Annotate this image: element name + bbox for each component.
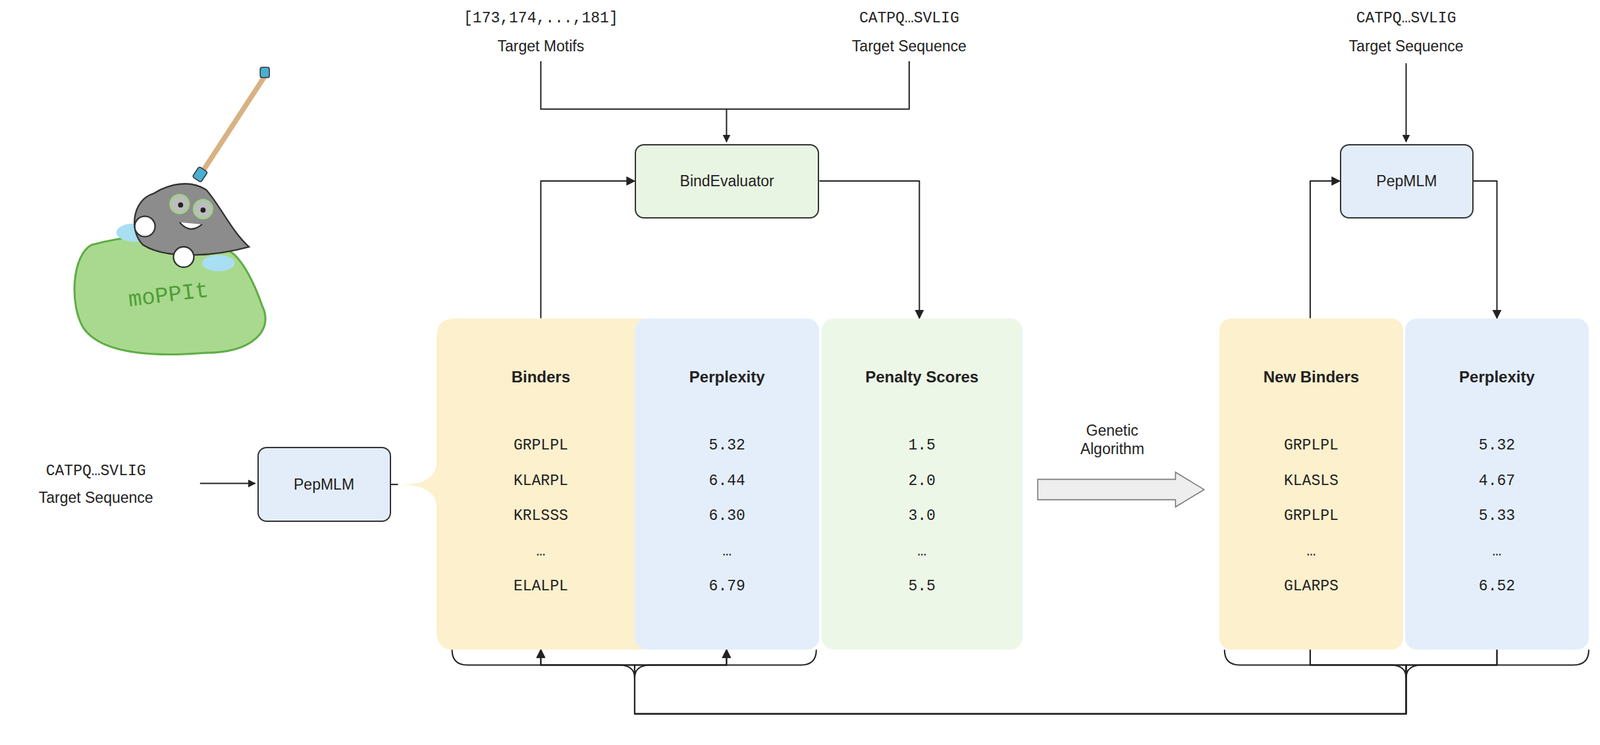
column-heading: Binders (511, 368, 571, 387)
connector-arrow (540, 181, 635, 319)
column-value: GRPLPL (513, 437, 569, 455)
caption-text: Target Motifs (497, 36, 585, 55)
column-value: 5.33 (1478, 507, 1516, 525)
sequence-text: CATPQ…SVLIG (1356, 9, 1457, 27)
column-value: KLASLS (1283, 472, 1339, 490)
column-value: 1.5 (907, 437, 935, 455)
column-value: 5.32 (1478, 437, 1516, 455)
process-box: PepMLM (1339, 144, 1474, 219)
box-label: PepMLM (293, 476, 355, 494)
column-heading: Perplexity (689, 368, 766, 387)
column-value: … (1306, 543, 1317, 561)
group-bracket (452, 649, 1589, 679)
column-heading: Penalty Scores (865, 368, 979, 387)
column-value: KLARPL (513, 472, 569, 490)
box-label: BindEvaluator (680, 172, 775, 191)
column-heading: New Binders (1263, 368, 1360, 387)
column-panel: Penalty Scores 1.5 2.0 3.0 … 5.5 (821, 318, 1023, 651)
sequence-text: CATPQ…SVLIG (46, 462, 147, 480)
column-value: 2.0 (907, 472, 935, 490)
column-value: … (535, 543, 546, 561)
column-value: 6.52 (1478, 578, 1516, 596)
caption-text: Target Sequence (1349, 36, 1464, 55)
connector-arrow (540, 649, 1406, 715)
sequence-text: CATPQ…SVLIG (859, 9, 960, 27)
column-value: 5.32 (709, 437, 746, 455)
mascot-illustration (74, 67, 270, 355)
column-panel: Perplexity 5.32 6.44 6.30 … 6.79 (634, 318, 820, 651)
connector-arrow (540, 649, 1497, 715)
column-panel: BindersGRPLPL KLARPL KRLSSS … ELALPL (397, 318, 643, 651)
edge-label: Genetic Algorithm (1062, 422, 1162, 459)
column-heading: Perplexity (1459, 368, 1535, 387)
connector-arrow (634, 649, 1498, 715)
column-value: 6.44 (709, 472, 746, 490)
column-value: … (722, 543, 732, 561)
connector-arrow (1310, 181, 1340, 319)
column-value: … (1492, 543, 1502, 561)
column-value: 6.79 (709, 578, 746, 596)
caption-text: Target Sequence (852, 36, 967, 55)
column-value: ELALPL (513, 578, 569, 596)
column-value: 6.30 (709, 507, 746, 525)
column-value: KRLSSS (513, 507, 569, 525)
column-value: GLARPS (1283, 578, 1339, 596)
column-panel: Perplexity 5.32 4.67 5.33 … 6.52 (1405, 318, 1589, 651)
column-value: 5.5 (907, 578, 935, 596)
process-box: PepMLM (257, 447, 392, 523)
connector-arrow (634, 649, 1407, 715)
connector-arrow (391, 483, 399, 486)
connector-arrow (819, 181, 920, 319)
connector-arrow (1473, 181, 1498, 319)
column-value: GRPLPL (1283, 507, 1339, 525)
block-arrow (1037, 472, 1205, 508)
sequence-text: [173,174,...,181] (463, 9, 619, 27)
brace-fill (399, 318, 643, 651)
column-value: 3.0 (907, 507, 935, 525)
logo-text: moPPIt (127, 278, 211, 314)
caption-text: Target Sequence (38, 489, 154, 507)
column-value: … (917, 543, 927, 561)
column-panel: New BindersGRPLPL KLASLS GRPLPL … GLARPS (1219, 318, 1404, 651)
process-box: BindEvaluator (634, 144, 820, 219)
column-value: GRPLPL (1283, 437, 1339, 455)
box-label: PepMLM (1376, 172, 1437, 191)
column-value: 4.67 (1478, 472, 1516, 490)
